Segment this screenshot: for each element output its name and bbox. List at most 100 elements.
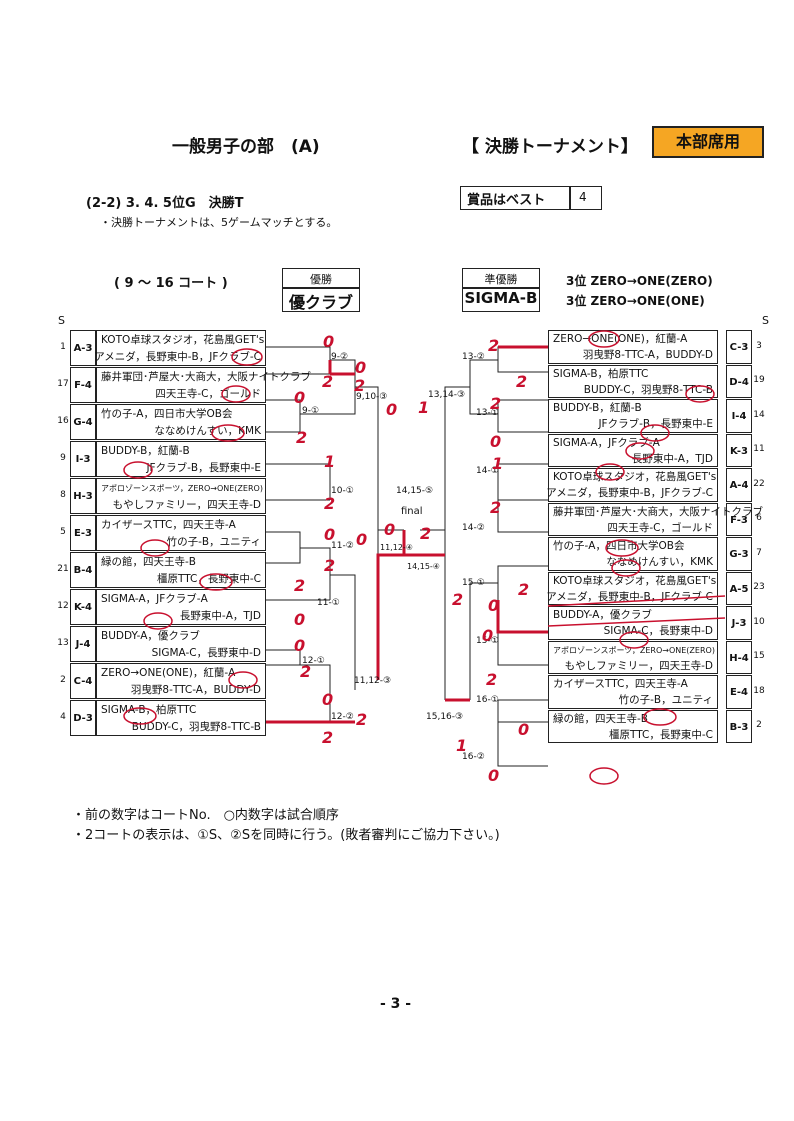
group-title: (2-2) 3. 4. 5位G 決勝T bbox=[86, 196, 244, 211]
circle-mark bbox=[625, 442, 655, 460]
bracket-line bbox=[497, 346, 548, 373]
group-code: G-3 bbox=[726, 537, 752, 571]
group-code: A-4 bbox=[726, 468, 752, 502]
seed-number: 18 bbox=[753, 685, 765, 696]
circle-mark bbox=[643, 708, 677, 726]
team-line-1: カイザースTTC，四天王寺-A bbox=[553, 678, 688, 690]
team-line-2: ななめけんすい，KMK bbox=[606, 556, 713, 568]
bracket-line bbox=[497, 711, 548, 767]
match-label: 16-② bbox=[462, 752, 485, 762]
team-pair-box: 竹の子-A，四日市大学OB会ななめけんすい，KMK bbox=[96, 404, 266, 440]
final-label: final bbox=[401, 506, 423, 517]
circle-mark bbox=[611, 559, 641, 577]
seed-number: 15 bbox=[753, 651, 765, 662]
bracket-line bbox=[330, 359, 356, 415]
winner-mark bbox=[402, 530, 445, 557]
team-pair-box: SIGMA-B，柏原TTC BUDDY-C，羽曳野8-TTC-B bbox=[548, 364, 718, 398]
circle-mark bbox=[589, 767, 619, 785]
bracket-line bbox=[266, 346, 331, 375]
s-column-label-right: S bbox=[762, 314, 769, 327]
bracket-line bbox=[266, 399, 301, 414]
seed-number: 10 bbox=[753, 616, 765, 627]
circle-mark bbox=[199, 573, 233, 591]
group-code: E-4 bbox=[726, 675, 752, 709]
match-label: 14,15-④ bbox=[407, 562, 440, 571]
team-line-1: SIGMA-A，JFクラブ-A bbox=[553, 436, 660, 449]
team-line-1: アポロゾーンスポーツ，ZERO→ONE(ZERO) bbox=[553, 645, 715, 655]
match-label: 15,16-③ bbox=[426, 712, 464, 722]
team-line-2: 羽曳野8-TTC-A，BUDDY-D bbox=[582, 349, 713, 361]
circle-mark bbox=[595, 463, 625, 481]
team-line-2: アメニダ，長野東中-B，JFクラブ-C bbox=[546, 487, 713, 499]
group-code: A-3 bbox=[70, 330, 96, 366]
bracket-line bbox=[497, 399, 548, 433]
match-label: 10-① bbox=[331, 486, 354, 496]
team-pair-box: 藤井軍団･芦屋大･大商大，大阪ナイトクラブ四天王寺-C，ゴールド bbox=[96, 367, 311, 403]
match-label: 9-② bbox=[331, 352, 349, 362]
group-code: G-4 bbox=[70, 404, 96, 440]
circle-mark bbox=[588, 330, 620, 348]
seed-number: 5 bbox=[60, 527, 66, 537]
seed-number: 17 bbox=[57, 379, 69, 389]
match-label: 11,12-④ bbox=[380, 543, 413, 552]
winner-label: 優勝 bbox=[310, 273, 332, 286]
seed-number: 12 bbox=[57, 601, 69, 611]
match-label: 9,10-③ bbox=[356, 392, 388, 402]
bracket-line bbox=[266, 649, 301, 666]
court-range: ( 9 ～ 16 コート ) bbox=[114, 276, 228, 291]
seed-number: 4 bbox=[60, 712, 66, 722]
team-line-1: カイザースTTC，四天王寺-A bbox=[101, 519, 236, 531]
group-code: H-3 bbox=[70, 478, 96, 514]
team-line-1: BUDDY-B，紅蘭-B bbox=[553, 402, 642, 414]
bracket-line bbox=[444, 386, 470, 700]
circle-mark bbox=[619, 631, 649, 649]
group-code: K-4 bbox=[70, 589, 96, 625]
team-line-2: 四天王寺-C，ゴールド bbox=[155, 388, 261, 400]
bracket-line bbox=[266, 413, 330, 433]
s-column-label-left: S bbox=[58, 314, 65, 327]
seed-number: 2 bbox=[756, 720, 762, 731]
page-title: 一般男子の部 (A) bbox=[172, 137, 320, 157]
seed-number: 2 bbox=[60, 675, 66, 685]
team-line-2: もやしファミリー，四天王寺-D bbox=[112, 499, 261, 511]
team-line-2: 四天王寺-C，ゴールド bbox=[607, 521, 713, 534]
team-line-2: BUDDY-C，羽曳野8-TTC-B bbox=[583, 383, 713, 396]
strike-line bbox=[547, 617, 726, 627]
match-label: 11-① bbox=[317, 598, 340, 608]
match-label: 15-① bbox=[462, 578, 485, 588]
team-pair-box: KOTO卓球スタジオ，花島風GET's アメニダ，長野東中-B，JFクラブ-C bbox=[546, 468, 718, 502]
match-label: 12-② bbox=[331, 712, 354, 722]
group-code: F-4 bbox=[70, 367, 96, 403]
third-place-1: 3位 ZERO→ONE(ZERO) bbox=[566, 274, 713, 288]
circle-mark bbox=[140, 539, 170, 557]
team-line-1: BUDDY-B，紅蘭-B bbox=[101, 445, 190, 457]
runner-up-box: 準優勝 SIGMA-B bbox=[462, 268, 540, 312]
group-code: J-3 bbox=[726, 606, 752, 640]
team-line-2: 羽曳野8-TTC-A，BUDDY-D bbox=[130, 684, 261, 696]
match-label: 13-① bbox=[476, 408, 499, 418]
circle-mark bbox=[123, 707, 157, 725]
prize-value: 4 bbox=[579, 190, 587, 204]
team-line-1: SIGMA-B，柏原TTC bbox=[553, 367, 649, 380]
group-code: J-4 bbox=[70, 626, 96, 662]
strike-through bbox=[547, 595, 726, 627]
divider bbox=[463, 287, 539, 289]
team-line-2: ななめけんすい，KMK bbox=[154, 425, 261, 437]
group-code: I-4 bbox=[726, 399, 752, 433]
group-code: B-3 bbox=[726, 709, 752, 743]
team-line-1: 緑の館，四天王寺-B bbox=[101, 556, 196, 568]
circle-mark bbox=[143, 612, 173, 630]
seed-number: 3 bbox=[756, 340, 762, 351]
bracket-line bbox=[355, 386, 379, 680]
seed-number: 7 bbox=[756, 547, 762, 558]
team-line-2: SIGMA-C，長野東中-D bbox=[151, 647, 261, 659]
bracket-line bbox=[497, 482, 548, 533]
team-line-1: KOTO卓球スタジオ，花島風GET's bbox=[553, 471, 717, 483]
team-line-2: JFクラブ-B，長野東中-E bbox=[146, 462, 261, 474]
seed-number: 14 bbox=[753, 409, 765, 420]
seed-number: 13 bbox=[57, 638, 69, 648]
